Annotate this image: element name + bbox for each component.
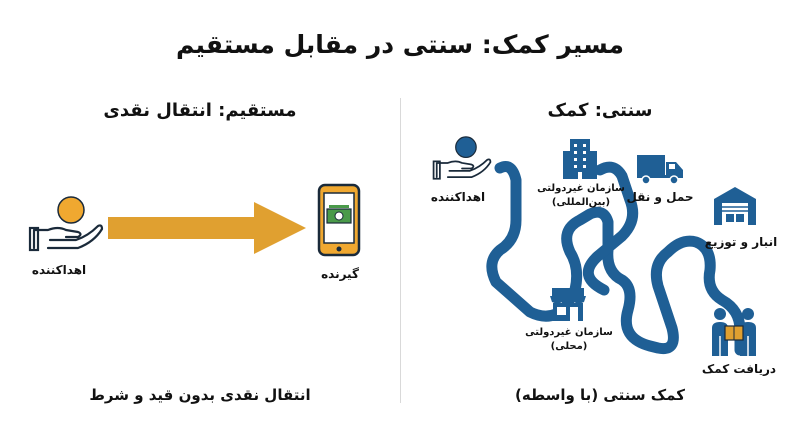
intl-ngo-label-line2: (بین‌المللی) — [551, 197, 611, 208]
direct-donor-label: اهداکننده — [31, 263, 87, 277]
transport-label: حمل و نقل — [626, 190, 694, 204]
direct-recipient-label: گیرنده — [321, 267, 359, 281]
traditional-donor-label: اهداکننده — [430, 190, 486, 204]
building-icon — [562, 137, 598, 181]
section-divider — [400, 98, 401, 403]
local-ngo-label-line2: (محلی) — [550, 341, 588, 352]
intl-ngo-label-line1: سازمان غیردولتی — [537, 183, 625, 194]
traditional-donor-hand-coin-icon — [432, 135, 492, 183]
warehouse-label: انبار و توزیع — [704, 235, 778, 249]
traditional-footer: کمک سنتی (با واسطه) — [515, 386, 685, 404]
local-shop-icon — [548, 286, 588, 322]
intl-ngo-label: سازمان غیردولتی (بین‌المللی) — [536, 182, 626, 210]
donor-hand-coin-icon — [28, 196, 104, 254]
page-title: مسیر کمک: سنتی در مقابل مستقیم — [175, 30, 625, 59]
traditional-heading: سنتی: کمک — [547, 100, 653, 121]
local-ngo-label: سازمان غیردولتی (محلی) — [524, 326, 614, 354]
direct-heading: مستقیم: انتقال نقدی — [103, 100, 297, 121]
truck-icon — [636, 152, 684, 186]
direct-footer: انتقال نقدی بدون قید و شرط — [89, 386, 311, 404]
receive-aid-label: دریافت کمک — [701, 362, 777, 376]
direct-arrow — [108, 200, 308, 256]
traditional-winding-path — [400, 140, 800, 370]
phone-cash-icon — [317, 183, 361, 257]
people-receiving-aid-icon — [708, 306, 760, 358]
warehouse-icon — [712, 185, 758, 227]
local-ngo-label-line1: سازمان غیردولتی — [525, 327, 613, 338]
